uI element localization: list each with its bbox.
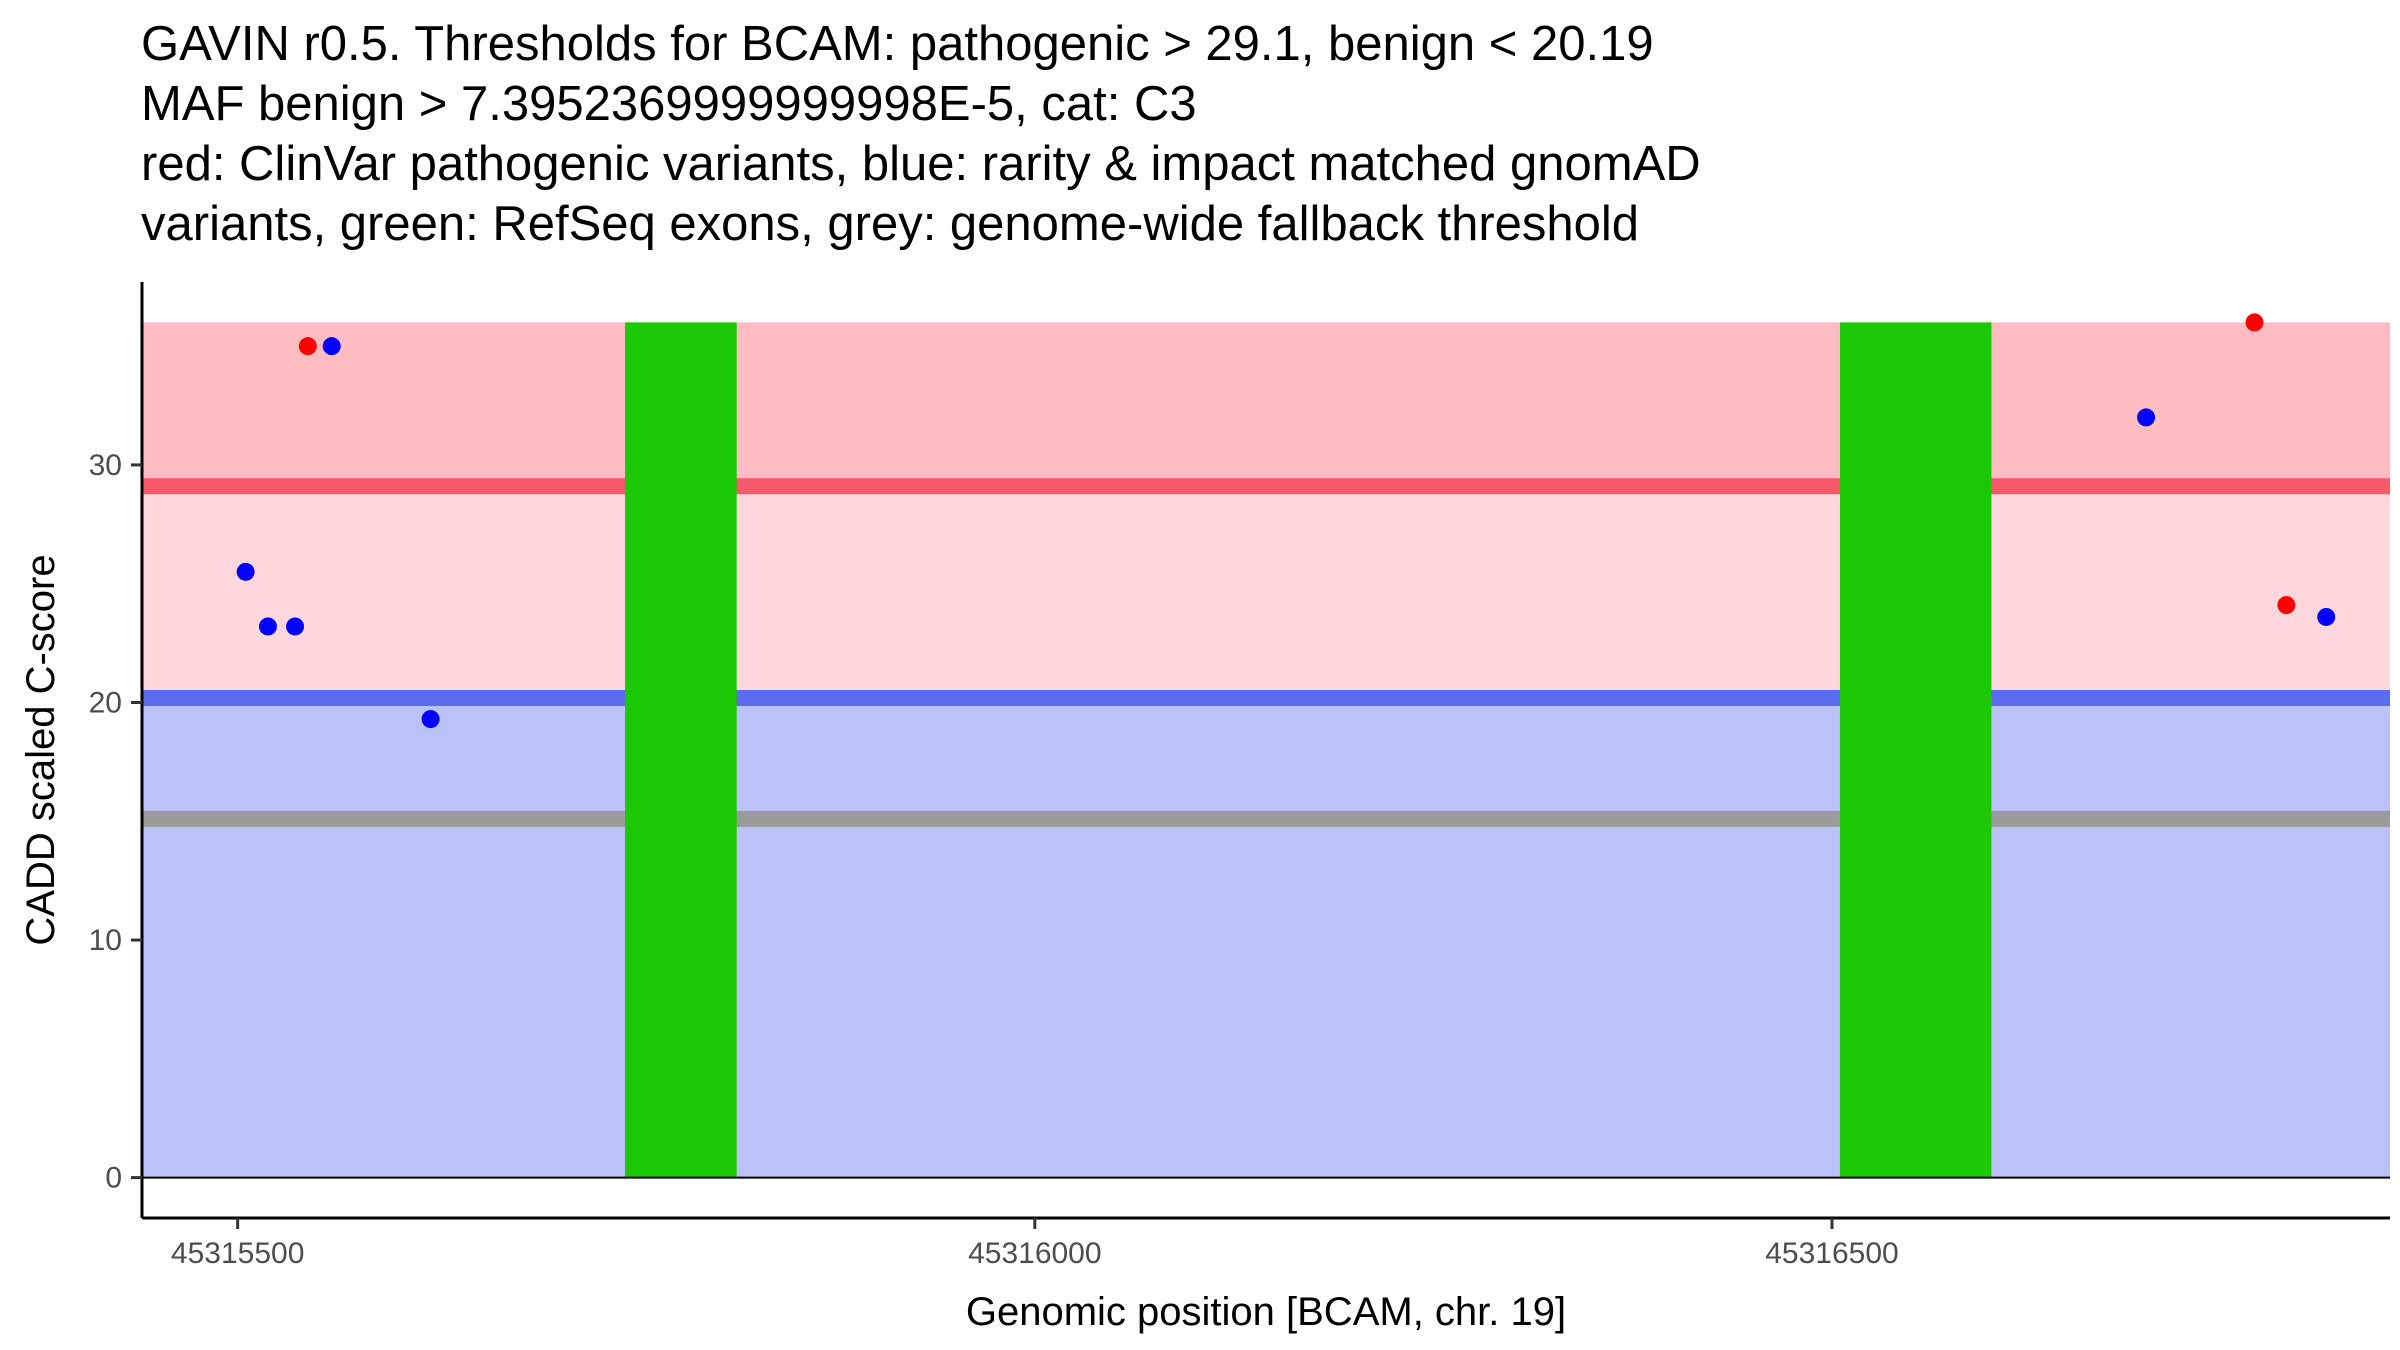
exon-1 [1839,322,1992,1178]
exon-regions [625,322,1992,1178]
y-tick-label-0: 0 [105,1162,122,1195]
chart-title-line-1: GAVIN r0.5. Thresholds for BCAM: pathoge… [141,17,1654,71]
band-0 [142,322,2390,487]
x-axis-title: Genomic position [BCAM, chr. 19] [966,1290,1566,1334]
band-1 [142,486,2390,698]
point-s1-6 [2317,607,2336,626]
y-tick-label-1: 10 [89,924,122,957]
point-s0-1 [2245,313,2264,332]
axis-ticks: 0 10 20 30 45315500 45316000 45316500 [89,449,1899,1270]
chart-title-line-2: MAF benign > 7.3952369999999998E-5, cat:… [141,77,1197,131]
axes [140,282,2390,1220]
threshold-bands [142,322,2390,1178]
point-s1-3 [286,617,305,636]
point-s0-0 [298,337,317,356]
point-s1-4 [421,710,440,729]
point-s1-1 [236,562,255,581]
exon-0 [625,322,737,1178]
y-tick-label-3: 30 [89,449,122,482]
x-tick-label-1: 45316000 [968,1237,1101,1270]
x-tick-label-0: 45315500 [171,1237,304,1270]
threshold-lines [142,478,2390,827]
chart-title-line-3: red: ClinVar pathogenic variants, blue: … [141,137,1701,191]
y-tick-label-2: 20 [89,686,122,719]
band-2 [142,697,2390,1178]
chart-title-line-4: variants, green: RefSeq exons, grey: gen… [141,197,1640,251]
point-s0-2 [2277,596,2296,615]
chart-title: GAVIN r0.5. Thresholds for BCAM: pathoge… [141,14,2361,254]
point-s1-0 [322,337,341,356]
point-s1-2 [258,617,277,636]
point-s1-5 [2137,408,2156,427]
x-tick-label-2: 45316500 [1765,1237,1898,1270]
variant-points [236,313,2336,729]
y-axis-title: CADD scaled C-score [19,554,63,945]
